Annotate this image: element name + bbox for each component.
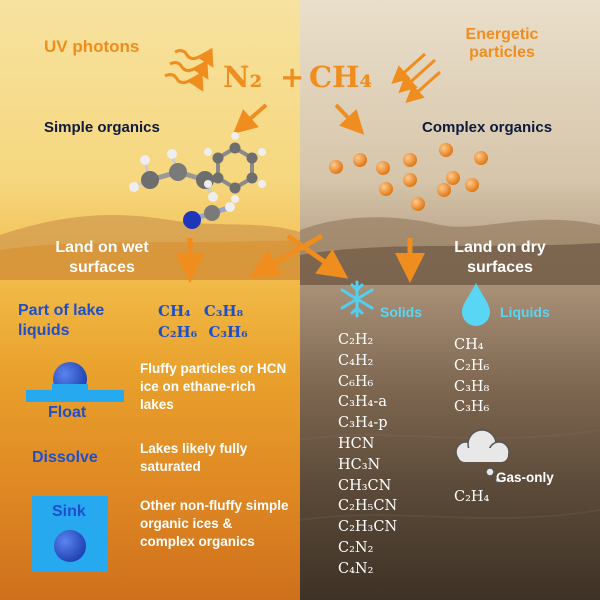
solid-species-item: CH₃CN [338, 477, 392, 494]
liquid-species-item: CH₄ [454, 337, 484, 353]
reaction-ch4: CH₄ [309, 60, 373, 94]
left-dune-horizon [0, 215, 300, 280]
right-dune-ripples [300, 354, 600, 521]
droplet-icon [462, 283, 490, 326]
solid-species-item: C₂H₅CN [338, 498, 398, 515]
lake-species-item: C₃H₆ [208, 323, 248, 341]
land-dry-label: Land on dry surfaces [454, 239, 546, 276]
solid-species-item: C₆H₆ [338, 373, 374, 390]
float-illustration [26, 362, 124, 402]
solid-species-item: C₃H₄-a [338, 394, 387, 411]
right-panel-background [300, 0, 600, 600]
solid-species-item: C₂N₂ [338, 539, 374, 556]
reaction-n2: N₂ [223, 60, 263, 94]
ethane-molecule [129, 149, 218, 202]
arrow-cross-to-dry [286, 233, 349, 279]
dissolve-description: Lakes likely fully saturated [140, 441, 248, 474]
reaction-plus: + [280, 60, 305, 94]
benzene-molecule [204, 132, 266, 203]
float-label: Float [48, 404, 87, 421]
lake-species-item: C₃H₈ [203, 302, 244, 320]
gas-species-item: C₂H₄ [454, 489, 490, 505]
arrow-to-simple-organics [232, 103, 268, 134]
lake-liquids-label: Part of lake liquids [18, 302, 105, 339]
gas-list: C₂H₄ [454, 487, 489, 508]
solid-species-item: C₃H₄-p [338, 415, 388, 432]
simple-organics-title: Simple organics [44, 119, 160, 136]
dissolve-label: Dissolve [32, 449, 98, 466]
snowflake-icon [340, 280, 374, 318]
land-wet-label: Land on wet surfaces [55, 239, 149, 276]
right-dune-horizon [300, 217, 600, 285]
energetic-particle-arrows [391, 52, 441, 103]
solid-species-item: C₂H₃CN [338, 519, 398, 536]
gas-only-label: Gas-only [496, 470, 554, 485]
liquid-species-item: C₂H₆ [454, 357, 490, 374]
cloud-icon [455, 429, 510, 484]
liquid-species-item: C₃H₆ [454, 399, 490, 416]
complex-organic-particles [329, 143, 488, 211]
arrow-cross-to-wet [248, 233, 324, 278]
solid-species-item: C₄N₂ [338, 560, 374, 577]
solid-species-item: C₂H₂ [338, 332, 374, 348]
float-description: Fluffy particles or HCN ice on ethane-ri… [140, 361, 287, 412]
liquids-list: CH₄ C₂H₆ C₃H₈ C₃H₆ [454, 335, 489, 418]
arrow-to-complex-organics [334, 103, 365, 135]
hcn-molecule [183, 202, 235, 229]
liquids-label: Liquids [500, 304, 550, 320]
sink-illustration [32, 496, 108, 572]
sink-description: Other non-fluffy simple organic ices & c… [140, 498, 289, 549]
solid-species-item: HC₃N [338, 456, 381, 473]
sink-label: Sink [52, 503, 86, 520]
solid-species-item: C₄H₂ [338, 352, 374, 369]
energetic-particles-label: Energetic particles [465, 26, 539, 61]
uv-wavy-arrows [164, 47, 214, 92]
lake-species-item: C₂H₆ [158, 323, 198, 341]
solid-species-item: HCN [338, 435, 375, 452]
liquid-species-item: C₃H₈ [454, 378, 490, 395]
lake-species-grid: CH₄ C₃H₈ C₂H₆ C₃H₆ [158, 301, 248, 343]
uv-photons-label: UV photons [44, 37, 140, 56]
solids-label: Solids [380, 304, 423, 320]
lake-species-item: CH₄ [158, 302, 191, 320]
complex-organics-title: Complex organics [422, 119, 553, 136]
